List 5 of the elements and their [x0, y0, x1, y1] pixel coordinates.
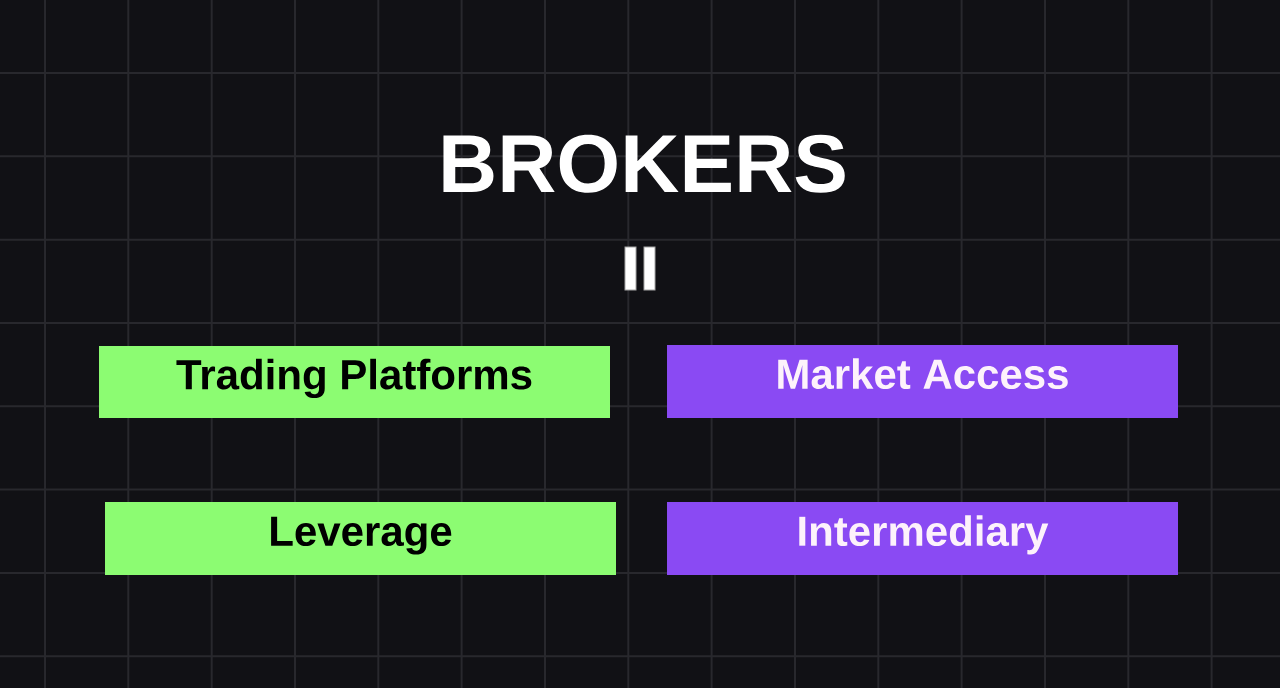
title: BROKERS: [443, 134, 845, 193]
label-box: Trading Platforms: [99, 346, 610, 418]
label-box: Intermediary: [667, 502, 1178, 575]
label-box: Market Access: [667, 345, 1178, 418]
label-box: Leverage: [105, 502, 616, 575]
